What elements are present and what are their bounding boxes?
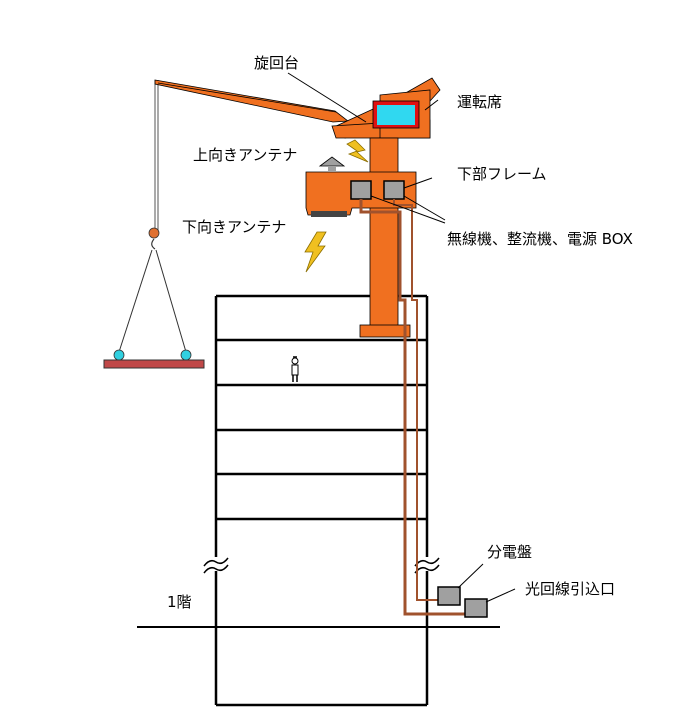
worker-icon [291, 356, 299, 382]
steel-beam [103, 359, 205, 369]
lift-point-right [180, 349, 192, 361]
label-operator-cab: 運転席 [457, 93, 502, 111]
break-mark-right [414, 557, 440, 574]
fiber-entry-box [464, 598, 488, 618]
leader-equipment [403, 195, 446, 221]
label-lower-frame: 下部フレーム [457, 165, 547, 183]
label-slewing-table: 旋回台 [254, 54, 299, 72]
leader-slewing-table [287, 72, 367, 123]
leader-lines [287, 72, 516, 603]
cable-route [359, 199, 465, 616]
radio-box [350, 180, 372, 200]
distribution-board-box [437, 586, 461, 606]
building [214, 294, 429, 707]
mast-base [359, 324, 411, 338]
cab-window [377, 105, 415, 125]
hook-icon [151, 238, 156, 250]
slewing-structure [331, 89, 431, 139]
crane-mast [359, 137, 411, 338]
jib-arm [154, 79, 350, 123]
sling-right [155, 249, 187, 353]
lift-point-left [113, 349, 125, 361]
cable-route-2 [393, 199, 438, 601]
label-distribution-board: 分電盤 [487, 543, 532, 561]
signal-lightning-icon [346, 139, 369, 163]
leader-equipment [370, 195, 446, 224]
upward-antenna-icon [318, 156, 346, 172]
pendant-line [157, 82, 337, 113]
sling-left [118, 249, 153, 353]
break-mark-left [203, 557, 229, 574]
label-downward-antenna: 下向きアンテナ [182, 218, 286, 236]
signal-lightning-icon [304, 231, 327, 273]
label-first-floor: 1階 [167, 593, 192, 611]
leader-lower-frame [403, 177, 433, 189]
suspended-load [103, 80, 205, 369]
leader-cab [424, 99, 439, 111]
hook-block [148, 227, 160, 239]
downward-antenna-plate [311, 211, 347, 217]
rectifier-box [383, 180, 405, 200]
leader-distribution-board [457, 563, 484, 589]
label-fiber-entry: 光回線引込口 [525, 580, 615, 598]
label-equipment-boxes: 無線機、整流機、電源 BOX [447, 230, 633, 248]
leader-fiber-entry [485, 588, 516, 603]
label-upward-antenna: 上向きアンテナ [193, 146, 297, 164]
